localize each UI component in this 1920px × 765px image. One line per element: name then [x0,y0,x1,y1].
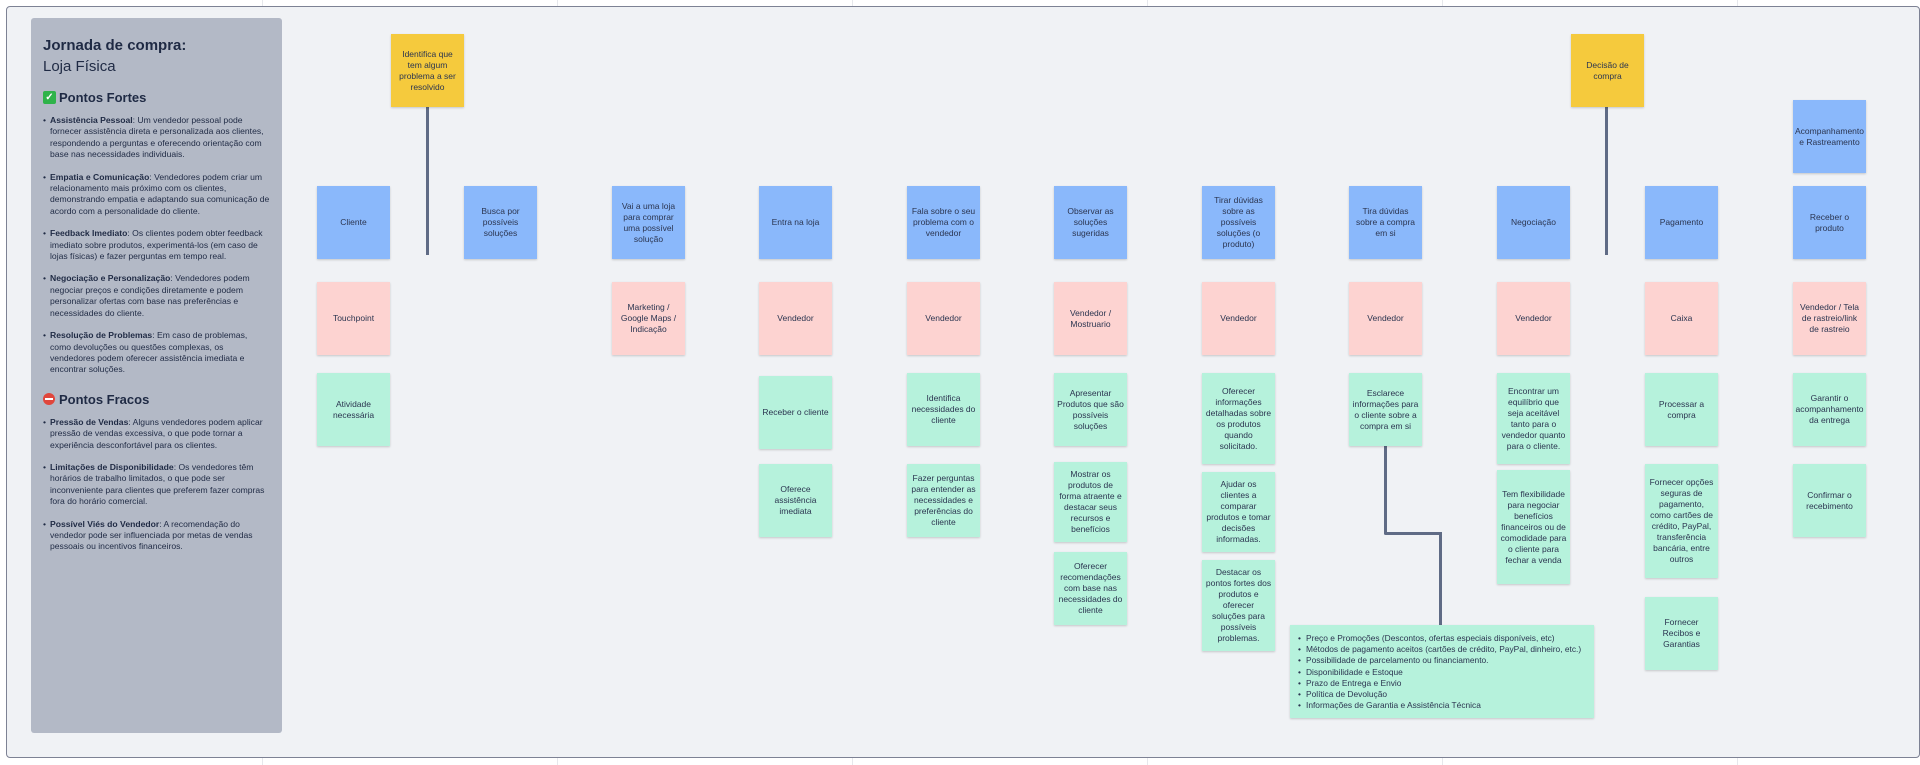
purchase-info-item: Preço e Promoções (Descontos, ofertas es… [1298,633,1586,644]
activity-note[interactable]: Encontrar um equilíbrio que seja aceitáv… [1497,373,1570,464]
strength-item: Assistência Pessoal: Um vendedor pessoal… [43,115,270,161]
strengths-title: Pontos Fortes [59,90,147,105]
activity-note[interactable]: Apresentar Produtos que são possíveis so… [1054,373,1127,446]
stage-note[interactable]: Fala sobre o seu problema com o vendedor [907,186,980,259]
weakness-item: Pressão de Vendas: Alguns vendedores pod… [43,417,270,451]
strengths-list: Assistência Pessoal: Um vendedor pessoal… [43,115,270,376]
weaknesses-heading: Pontos Fracos [43,392,270,407]
row-label-activity[interactable]: Atividade necessária [317,373,390,446]
touchpoint-note[interactable]: Caixa [1645,282,1718,355]
purchase-info-note[interactable]: Preço e Promoções (Descontos, ofertas es… [1290,625,1594,718]
activity-note[interactable]: Mostrar os produtos de forma atraente e … [1054,462,1127,542]
row-label-touchpoint[interactable]: Touchpoint [317,282,390,355]
activity-note[interactable]: Oferecer recomendações com base nas nece… [1054,552,1127,625]
purchase-info-item: Prazo de Entrega e Envio [1298,678,1586,689]
weaknesses-list: Pressão de Vendas: Alguns vendedores pod… [43,417,270,553]
panel-title: Jornada de compra: [43,37,187,54]
stage-note[interactable]: Acompanhamento e Rastreamento [1793,100,1866,173]
activity-note[interactable]: Fornecer opções seguras de pagamento, co… [1645,464,1718,578]
stage-note[interactable]: Observar as soluções sugeridas [1054,186,1127,259]
activity-note[interactable]: Confirmar o recebimento [1793,464,1866,537]
activity-note[interactable]: Fornecer Recibos e Garantias [1645,597,1718,670]
touchpoint-note[interactable]: Vendedor [1202,282,1275,355]
touchpoint-note[interactable]: Vendedor [1497,282,1570,355]
purchase-info-item: Informações de Garantia e Assistência Té… [1298,700,1586,711]
stage-note[interactable]: Pagamento [1645,186,1718,259]
strength-item: Feedback Imediato: Os clientes podem obt… [43,228,270,262]
info-connector [1384,446,1387,534]
weaknesses-title: Pontos Fracos [59,391,150,407]
activity-note[interactable]: Garantir o acompanhamento da entrega [1793,373,1866,446]
decision-note[interactable]: Decisão de compra [1571,34,1644,107]
check-icon: ✓ [43,91,56,104]
decision-note[interactable]: Identifica que tem algum problema a ser … [391,34,464,107]
purchase-info-item: Possibilidade de parcelamento ou financi… [1298,655,1586,666]
weakness-item: Possível Viés do Vendedor: A recomendaçã… [43,519,270,553]
touchpoint-note[interactable]: Vendedor / Mostruario [1054,282,1127,355]
purchase-info-list: Preço e Promoções (Descontos, ofertas es… [1298,633,1586,712]
stage-note[interactable]: Tirar dúvidas sobre as possíveis soluçõe… [1202,186,1275,259]
touchpoint-note[interactable]: Vendedor / Tela de rastreio/link de rast… [1793,282,1866,355]
activity-note[interactable]: Processar a compra [1645,373,1718,446]
touchpoint-note[interactable]: Vendedor [759,282,832,355]
touchpoint-note[interactable]: Vendedor [1349,282,1422,355]
activity-note[interactable]: Ajudar os clientes a comparar produtos e… [1202,472,1275,552]
stage-note[interactable]: Tira dúvidas sobre a compra em si [1349,186,1422,259]
touchpoint-note[interactable]: Marketing / Google Maps / Indicação [612,282,685,355]
weakness-item: Limitações de Disponibilidade: Os vended… [43,462,270,508]
stage-note[interactable]: Busca por possíveis soluções [464,186,537,259]
strength-item: Empatia e Comunicação: Vendedores podem … [43,172,270,218]
stage-note[interactable]: Entra na loja [759,186,832,259]
panel-subtitle: Loja Física [43,58,116,75]
strengths-heading: ✓ Pontos Fortes [43,90,270,105]
decision-connector [1605,106,1608,255]
purchase-info-item: Política de Devolução [1298,689,1586,700]
stage-note[interactable]: Receber o produto [1793,186,1866,259]
activity-note[interactable]: Receber o cliente [759,376,832,449]
row-label-stage[interactable]: Cliente [317,186,390,259]
no-entry-icon [43,393,55,406]
activity-note[interactable]: Oferece assistência imediata [759,464,832,537]
strength-item: Resolução de Problemas: Em caso de probl… [43,330,270,376]
stage-note[interactable]: Vai a uma loja para comprar uma possível… [612,186,685,259]
purchase-info-item: Disponibilidade e Estoque [1298,667,1586,678]
purchase-info-item: Métodos de pagamento aceitos (cartões de… [1298,644,1586,655]
info-connector [1384,532,1442,535]
summary-panel[interactable]: Jornada de compra: Loja Física ✓ Pontos … [31,18,282,733]
activity-note[interactable]: Fazer perguntas para entender as necessi… [907,464,980,537]
info-connector [1439,532,1442,626]
activity-note[interactable]: Destacar os pontos fortes dos produtos e… [1202,560,1275,651]
activity-note[interactable]: Tem flexibilidade para negociar benefíci… [1497,470,1570,584]
activity-note[interactable]: Oferecer informações detalhadas sobre os… [1202,373,1275,464]
activity-note[interactable]: Esclarece informações para o cliente sob… [1349,373,1422,446]
activity-note[interactable]: Identifica necessidades do cliente [907,373,980,446]
decision-connector [426,106,429,255]
touchpoint-note[interactable]: Vendedor [907,282,980,355]
strength-item: Negociação e Personalização: Vendedores … [43,273,270,319]
stage-note[interactable]: Negociação [1497,186,1570,259]
